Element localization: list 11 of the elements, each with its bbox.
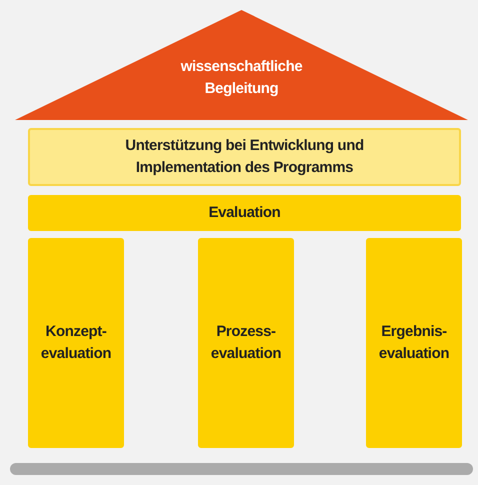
beam-label: Evaluation xyxy=(208,203,280,223)
pillar-label: Prozess-evaluation xyxy=(210,322,282,364)
pillar-label: Ergebnis-evaluation xyxy=(378,322,450,364)
pillar xyxy=(28,238,124,448)
beam-label: Unterstützung bei Entwicklung und Implementation des Programms xyxy=(124,136,365,178)
evaluation-beam xyxy=(28,195,461,231)
pillar xyxy=(366,238,462,448)
support-beam xyxy=(28,128,461,186)
pillar-label: Konzept-evaluation xyxy=(40,322,112,364)
roof-label: wissenschaftliche Begleitung xyxy=(180,57,304,99)
pillar xyxy=(198,238,294,448)
